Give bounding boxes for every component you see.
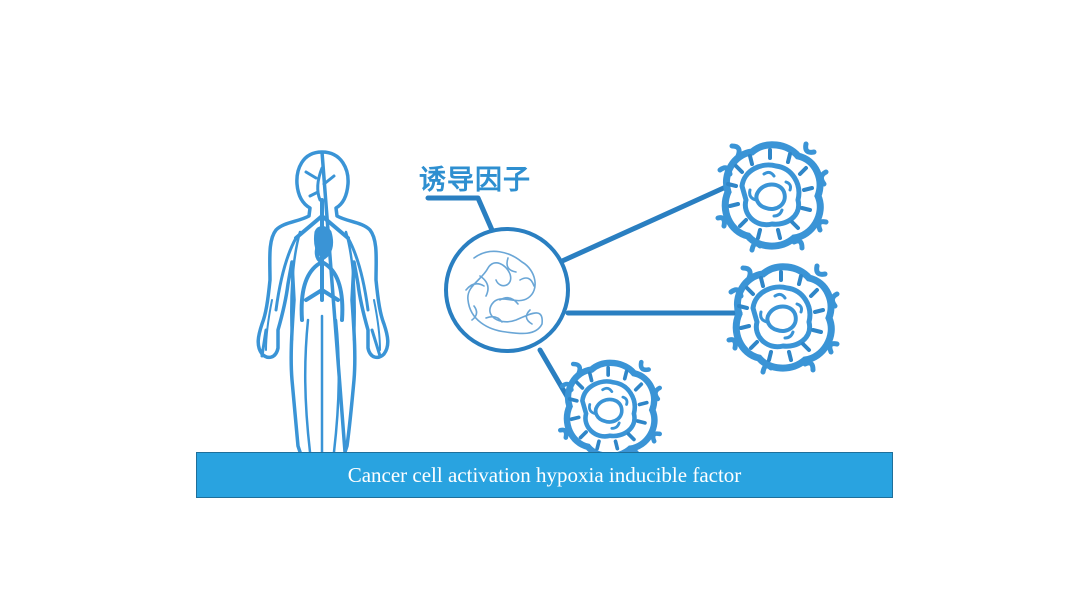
cancer-cell-icon-middle [729,266,837,372]
caption-bar: Cancer cell activation hypoxia inducible… [196,452,893,498]
protein-circle-icon [446,229,568,351]
cancer-cell-icon-bottom [560,362,659,460]
factor-pointer-line [428,198,492,230]
cancer-cell-icon-top [718,144,826,250]
human-body-icon [258,152,388,452]
inducible-factor-label: 诱导因子 [419,158,531,197]
caption-text: Cancer cell activation hypoxia inducible… [348,463,742,488]
